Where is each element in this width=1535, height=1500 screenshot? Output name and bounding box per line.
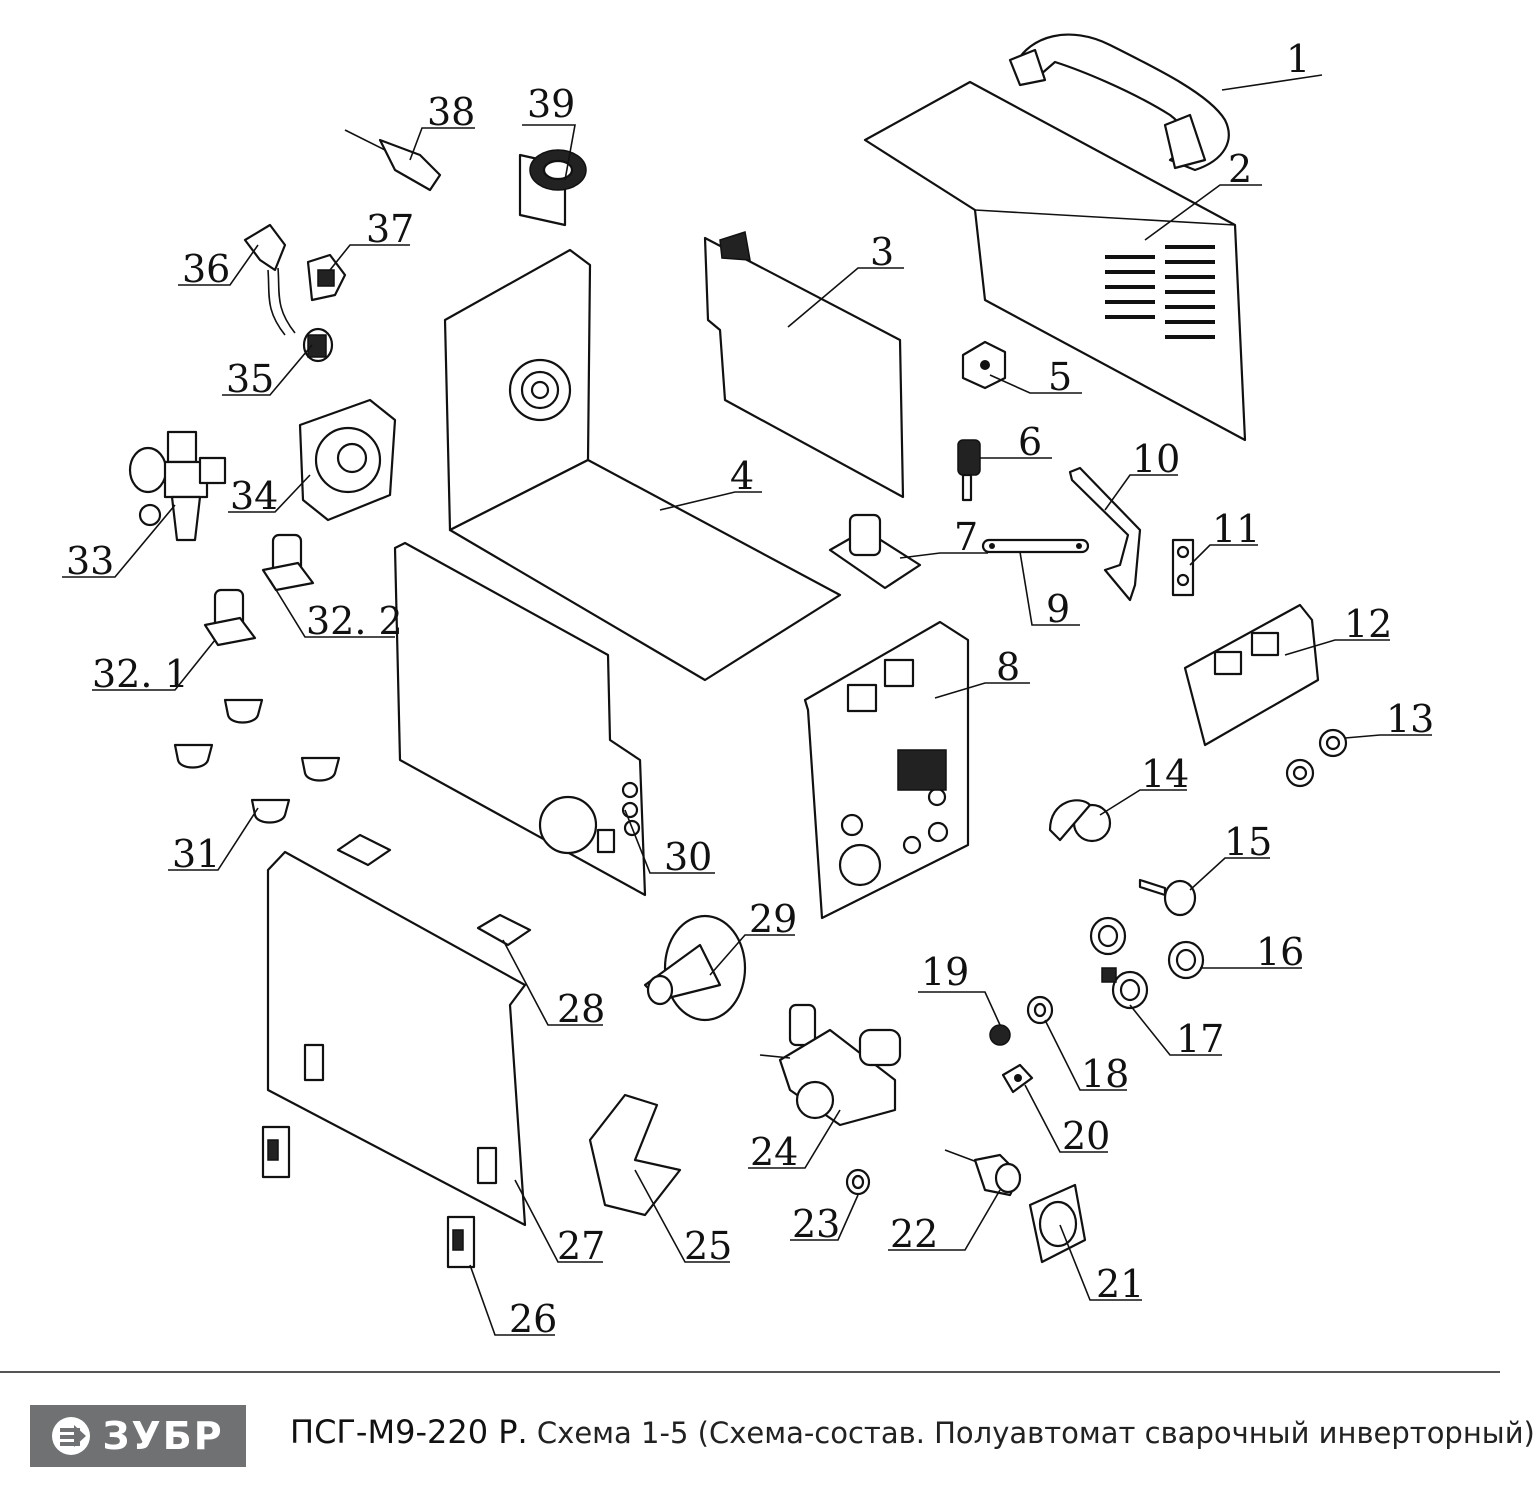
label-31: 31 [172, 832, 220, 876]
label-38: 38 [427, 90, 475, 134]
label-29: 29 [749, 897, 797, 941]
model-name: ПСГ-М9-220 Р. [290, 1413, 528, 1451]
part-2-top-cover [863, 80, 1247, 442]
leader-lines [62, 74, 1432, 1336]
part-35-cable-gland [302, 327, 334, 363]
part-25-cover-bracket [588, 1093, 682, 1217]
part-12-control-board [1183, 603, 1320, 747]
label-7: 7 [954, 515, 978, 559]
label-30: 30 [664, 835, 712, 879]
part-6-inductor [957, 439, 981, 502]
part-8-front-panel [803, 620, 970, 920]
document-title: ПСГ-М9-220 Р. Схема 1-5 (Схема-состав. П… [290, 1413, 1535, 1451]
label-4: 4 [730, 454, 754, 498]
label-16: 16 [1256, 930, 1304, 974]
label-6: 6 [1018, 420, 1042, 464]
label-25: 25 [684, 1224, 732, 1268]
exploded-parts-diagram: 1 2 3 4 5 6 7 8 9 10 11 12 13 14 15 16 1… [62, 33, 1434, 1341]
part-3-main-board [703, 231, 905, 499]
scheme-description: Схема 1-5 (Схема-состав. Полуавтомат сва… [536, 1416, 1535, 1450]
label-3: 3 [870, 230, 894, 274]
part-23-ring [845, 1168, 871, 1196]
part-1-handle [1008, 33, 1230, 172]
label-24: 24 [750, 1130, 798, 1174]
part-39-choke [518, 149, 587, 227]
label-9: 9 [1046, 587, 1070, 631]
part-10-bracket [1068, 466, 1142, 602]
part-22-torch-connector [944, 1149, 1022, 1197]
label-17: 17 [1176, 1017, 1224, 1061]
label-33: 33 [66, 539, 114, 583]
brand-arrow-icon [52, 1417, 91, 1455]
part-17-socket [1101, 967, 1149, 1010]
label-13: 13 [1386, 697, 1434, 741]
label-37: 37 [366, 207, 414, 251]
part-30-side-panel [393, 541, 647, 897]
label-15: 15 [1224, 820, 1272, 864]
part-38-terminal [344, 129, 442, 192]
label-21: 21 [1096, 1262, 1144, 1306]
part-33-gas-regulator [128, 430, 227, 542]
part-numbers: 1 2 3 4 5 6 7 8 9 10 11 12 13 14 15 16 1… [66, 37, 1434, 1341]
part-19-gear [989, 1024, 1011, 1046]
part-37-switch [306, 253, 347, 302]
label-14: 14 [1141, 752, 1189, 796]
label-10: 10 [1132, 437, 1180, 481]
part-15-socket [1138, 878, 1197, 917]
label-18: 18 [1081, 1052, 1129, 1096]
label-2: 2 [1228, 147, 1252, 191]
part-24-wire-feeder [759, 1003, 902, 1127]
label-5: 5 [1048, 355, 1072, 399]
label-12: 12 [1344, 602, 1392, 646]
part-34-fan [298, 398, 397, 522]
label-1: 1 [1286, 37, 1310, 81]
label-8: 8 [996, 645, 1020, 689]
part-21-panel-socket [1028, 1183, 1087, 1264]
part-28-hinge [336, 833, 532, 947]
part-20-plate [1001, 1063, 1034, 1094]
label-22: 22 [890, 1212, 938, 1256]
label-28: 28 [557, 987, 605, 1031]
part-4-chassis [443, 248, 842, 682]
part-7-transformer [828, 513, 922, 590]
part-5-relay [961, 340, 1007, 390]
part-32-solenoid-valves [203, 533, 315, 647]
part-16-nut [1089, 916, 1205, 980]
part-26-latch [261, 1125, 476, 1269]
brand-logo: ЗУБР [30, 1405, 246, 1467]
part-31-feet [173, 698, 341, 824]
footer: ЗУБР ПСГ-М9-220 Р. Схема 1-5 (Схема-сост… [0, 1373, 1535, 1500]
part-29-spool-holder [643, 914, 747, 1022]
part-9-link-bar [981, 538, 1090, 554]
footer-separator [0, 1371, 1500, 1373]
label-23: 23 [792, 1202, 840, 1246]
part-36-power-plug [243, 223, 296, 336]
label-20: 20 [1062, 1114, 1110, 1158]
part-14-cable-clamp [1048, 799, 1112, 843]
label-11: 11 [1212, 507, 1260, 551]
label-39: 39 [527, 82, 575, 126]
part-13-knobs [1285, 728, 1348, 788]
part-27-side-door [266, 850, 527, 1227]
label-26: 26 [509, 1297, 557, 1341]
label-19: 19 [921, 950, 969, 994]
part-11-plate [1171, 538, 1195, 597]
brand-logo-text: ЗУБР [102, 1414, 224, 1458]
label-27: 27 [557, 1224, 605, 1268]
label-32-2: 32. 2 [306, 599, 403, 643]
part-18-washer [1026, 995, 1054, 1025]
label-36: 36 [182, 247, 230, 291]
label-35: 35 [226, 357, 274, 401]
label-34: 34 [230, 474, 278, 518]
label-32-1: 32. 1 [92, 652, 189, 696]
